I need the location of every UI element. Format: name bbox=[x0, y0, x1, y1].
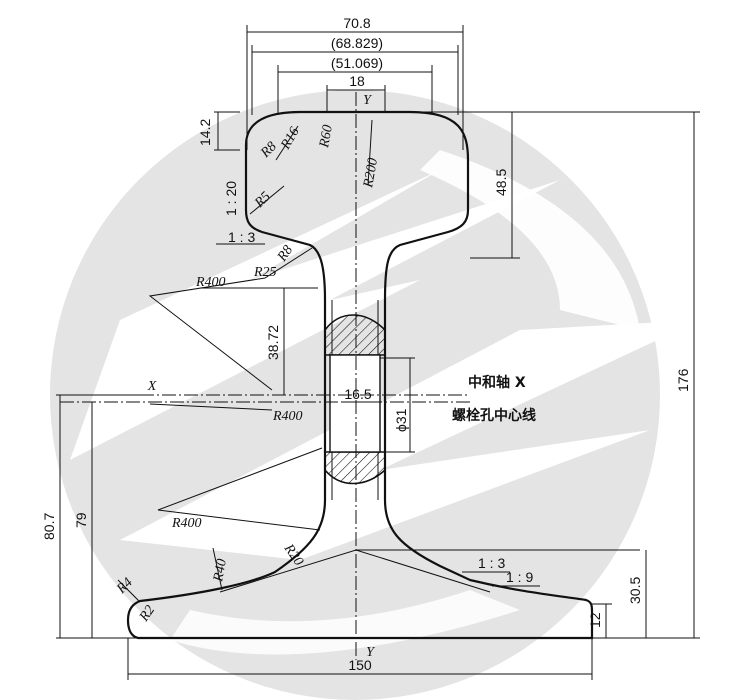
height-12: 12 bbox=[587, 612, 603, 628]
slope-1-3-head: 1 : 3 bbox=[228, 229, 255, 245]
width-51-069: (51.069) bbox=[331, 55, 383, 71]
base-width-label: 150 bbox=[348, 657, 372, 673]
r200-label: R200 bbox=[361, 157, 381, 190]
r400-leaders bbox=[148, 247, 323, 531]
height-48-5: 48.5 bbox=[493, 169, 509, 196]
r60-label: R60 bbox=[317, 124, 336, 150]
y-axis-top-label: Y bbox=[363, 93, 373, 108]
height-80-7: 80.7 bbox=[41, 513, 57, 540]
r400-middle-label: R400 bbox=[272, 409, 303, 424]
top-width-dimensions: 70.8 (68.829) (51.069) 18 bbox=[246, 15, 464, 150]
neutral-axis-label: 中和轴 X bbox=[468, 374, 526, 391]
height-30-5: 30.5 bbox=[627, 577, 643, 604]
bolt-hole-center-label: 螺栓孔中心线 bbox=[452, 407, 536, 424]
width-68-829: (68.829) bbox=[331, 35, 383, 51]
height-176: 176 bbox=[675, 368, 691, 392]
slope-1-9-base: 1 : 9 bbox=[506, 569, 533, 585]
height-38-72: 38.72 bbox=[265, 325, 281, 360]
x-axis-label: X bbox=[147, 379, 157, 394]
r400-upper-label: R400 bbox=[195, 275, 226, 290]
hole-diameter-label: ϕ31 bbox=[393, 408, 409, 432]
r40-label: R40 bbox=[211, 558, 230, 584]
r25-label: R25 bbox=[253, 265, 277, 280]
y-axis-bottom-label: Y bbox=[366, 645, 376, 660]
height-79: 79 bbox=[73, 512, 89, 528]
hole-offset-label: 16.5 bbox=[344, 386, 371, 402]
width-70-8: 70.8 bbox=[343, 15, 370, 31]
r400-lower-label: R400 bbox=[171, 516, 202, 531]
web-hatched-section bbox=[324, 314, 386, 485]
width-18: 18 bbox=[349, 73, 365, 89]
slope-1-20-head: 1 : 20 bbox=[223, 181, 239, 216]
height-14-2: 14.2 bbox=[197, 119, 213, 146]
vertical-dimensions: 14.2 48.5 38.72 176 80.7 79 30.5 12 bbox=[41, 111, 700, 639]
slope-1-3-base: 1 : 3 bbox=[478, 555, 505, 571]
